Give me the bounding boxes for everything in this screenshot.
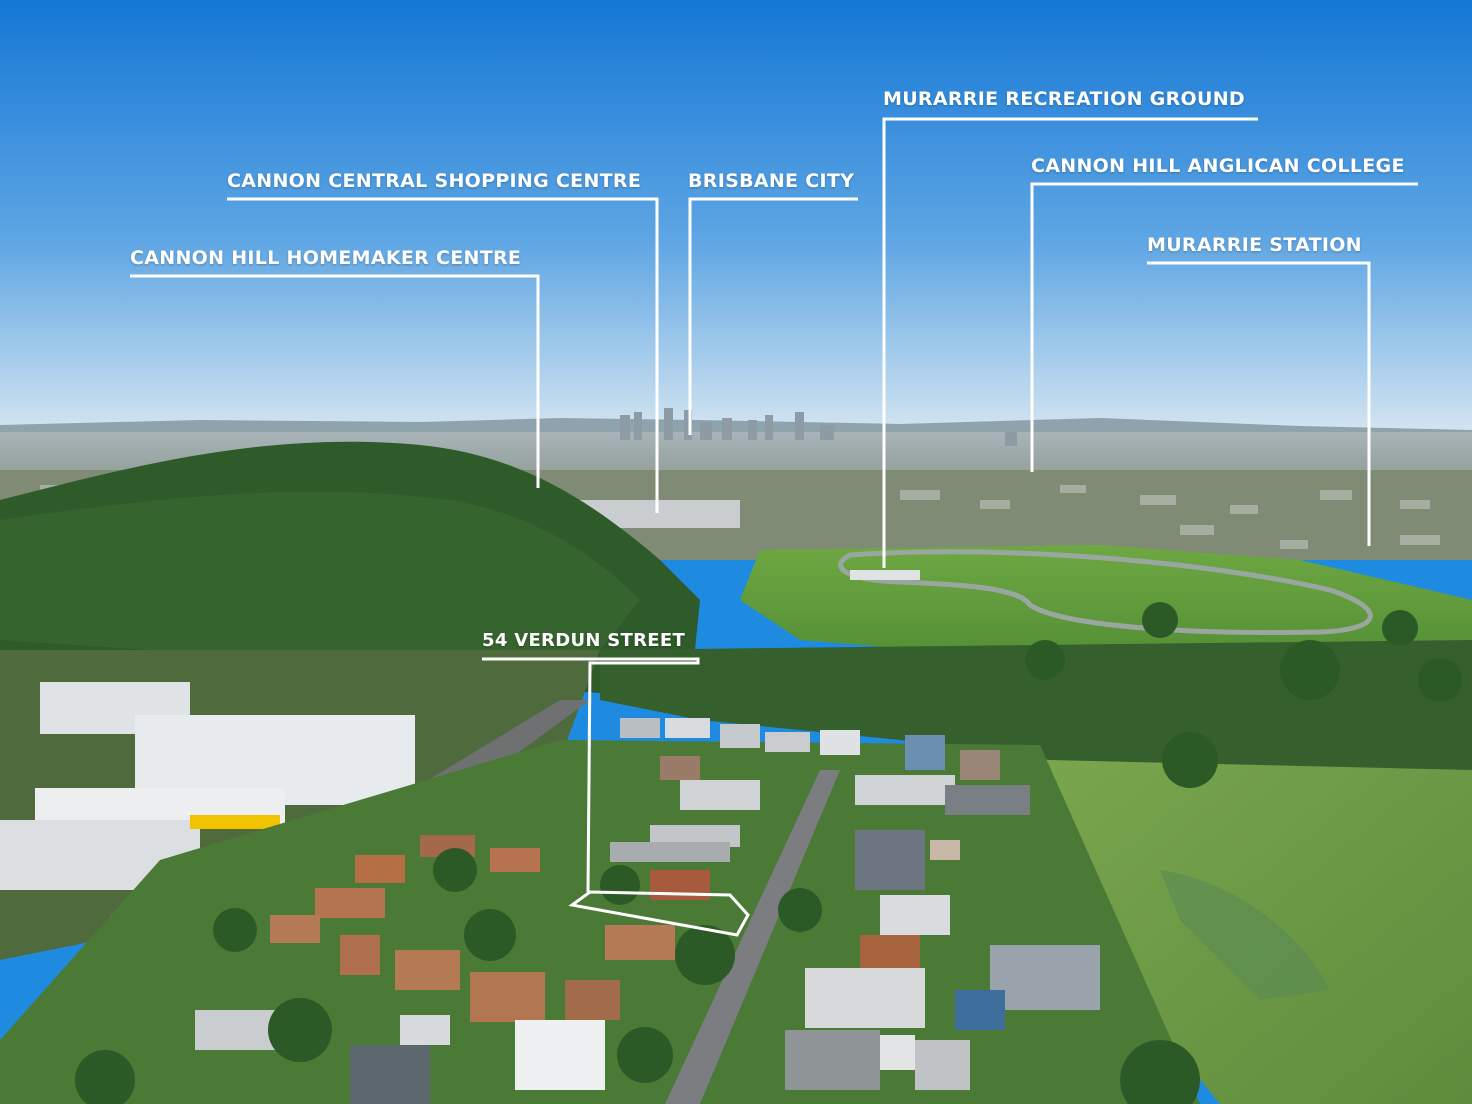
grandstand	[850, 570, 920, 580]
sky	[0, 0, 1472, 440]
label-murarrie-station: MURARRIE STATION	[1147, 234, 1362, 256]
leader-station	[1147, 261, 1371, 546]
tree-band	[600, 640, 1472, 770]
label-cannon-central-shopping-centre: CANNON CENTRAL SHOPPING CENTRE	[227, 170, 642, 192]
leader-brisbane	[688, 197, 858, 435]
label-cannon-hill-anglican-college: CANNON HILL ANGLICAN COLLEGE	[1031, 155, 1405, 177]
label-murarrie-recreation-ground: MURARRIE RECREATION GROUND	[883, 88, 1245, 110]
label-54-verdun-street: 54 VERDUN STREET	[482, 630, 686, 651]
leader-property	[482, 657, 700, 893]
leader-homemaker	[130, 274, 540, 488]
houses	[195, 718, 1100, 1104]
verdun-street	[665, 770, 840, 1104]
property-boundary	[568, 890, 750, 937]
tree-clusters	[75, 602, 1462, 1104]
label-brisbane-city: BRISBANE CITY	[688, 170, 855, 192]
race-track	[838, 549, 1373, 636]
label-cannon-hill-homemaker-centre: CANNON HILL HOMEMAKER CENTRE	[130, 247, 522, 269]
leader-shopping	[227, 197, 659, 513]
cbd-towers	[620, 408, 1017, 446]
leader-college	[1030, 182, 1418, 472]
leader-recreation	[882, 117, 1258, 568]
